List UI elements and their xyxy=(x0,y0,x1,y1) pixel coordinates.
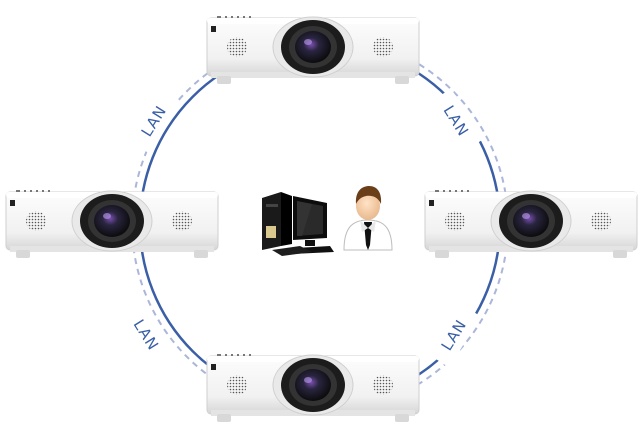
projector-left xyxy=(5,189,219,259)
person-icon xyxy=(343,186,393,251)
desktop-computer-icon xyxy=(262,192,334,256)
projector-bottom xyxy=(206,353,420,423)
projector-top xyxy=(206,15,420,85)
projector-right xyxy=(424,189,638,259)
lan-labels: LAN LAN LAN LAN xyxy=(119,88,483,368)
